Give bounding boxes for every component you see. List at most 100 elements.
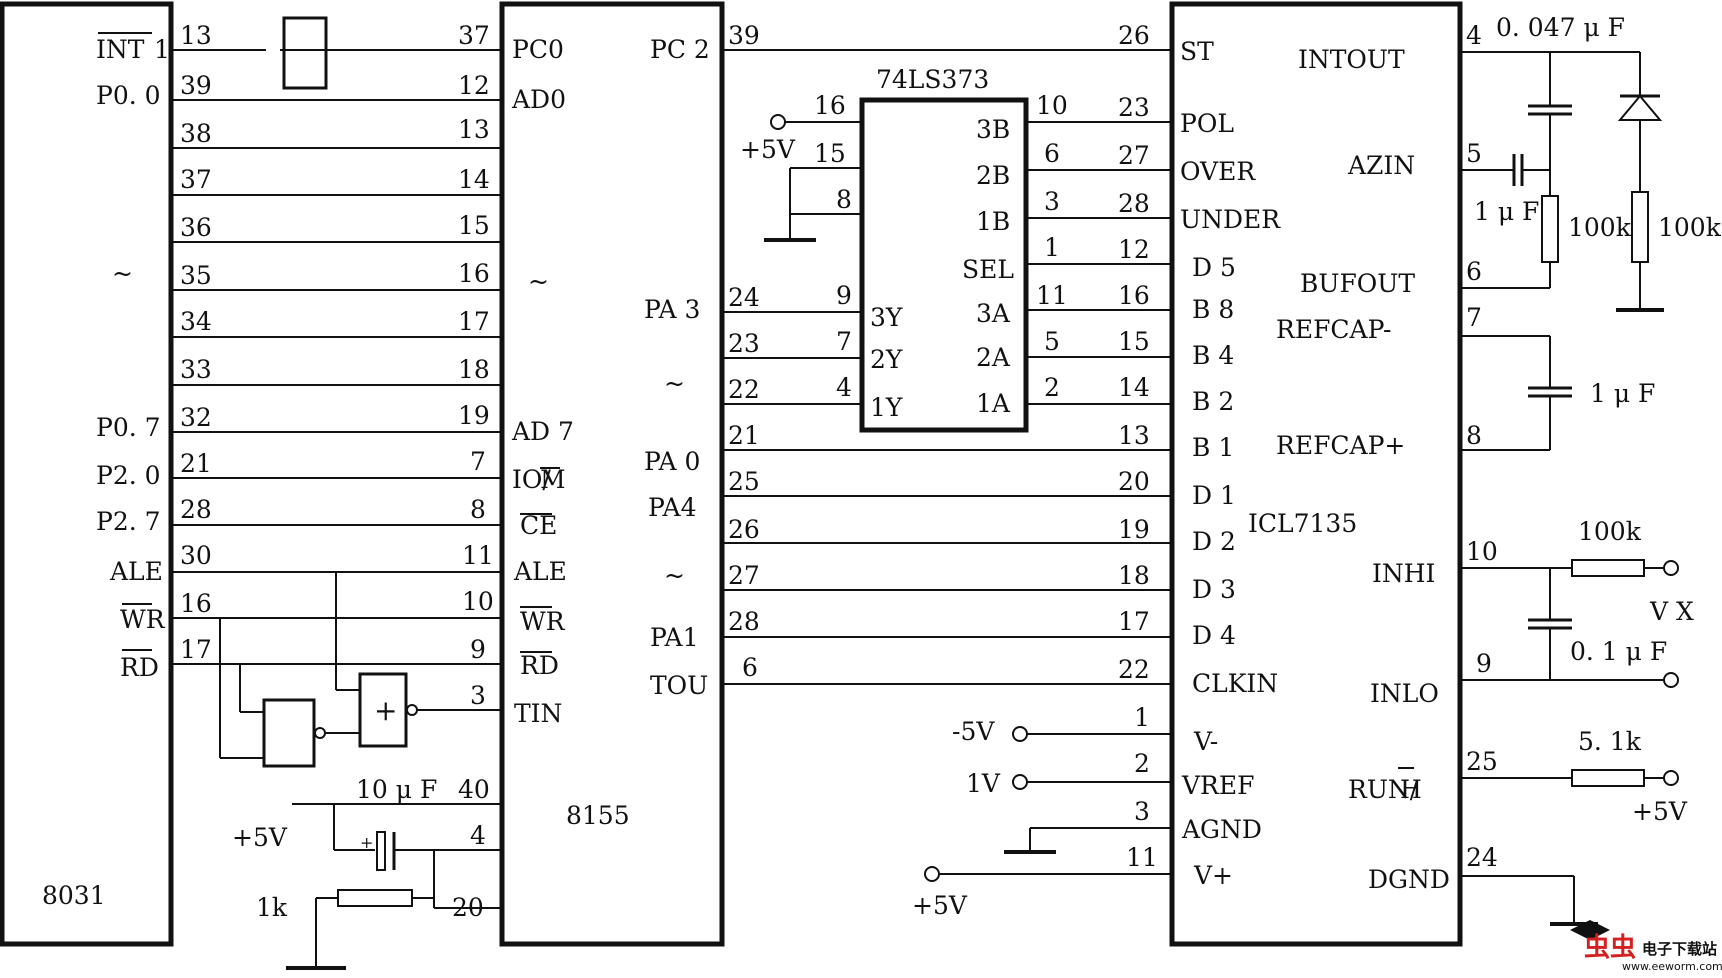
watermark: 虫虫 电子下载站 www.eeworm.com (1570, 920, 1722, 973)
supply-1v: 1V (966, 769, 1001, 798)
svg-text:40: 40 (458, 775, 490, 804)
svg-text:3: 3 (470, 681, 486, 710)
svg-text:39: 39 (728, 21, 760, 50)
label-cap-plus: + (360, 833, 373, 852)
wires (0, 1, 1679, 970)
svg-text:VREF: VREF (1181, 771, 1254, 800)
svg-text:B 4: B 4 (1192, 341, 1234, 370)
watermark-brand: 虫虫 (1584, 933, 1636, 963)
res-100k-a (1541, 195, 1559, 263)
overbars (98, 32, 1414, 769)
svg-text:18: 18 (1118, 561, 1150, 590)
svg-text:1B: 1B (976, 207, 1010, 236)
svg-text:19: 19 (458, 401, 490, 430)
svg-text:27: 27 (1118, 141, 1150, 170)
svg-text:REFCAP+: REFCAP+ (1276, 431, 1405, 460)
chip-8031-labels: INT 1 P0. 0 ~ P0. 7 P2. 0 P2. 7 ALE WR R… (42, 35, 170, 910)
svg-text:9: 9 (836, 281, 852, 310)
pin-label-p20: P2. 0 (96, 461, 161, 490)
svg-text:D 2: D 2 (1192, 527, 1236, 556)
pin-label-int1: INT (96, 35, 145, 64)
svg-text:35: 35 (180, 261, 212, 290)
svg-text:20: 20 (1118, 467, 1150, 496)
chip-icl7135-right-pin-numbers: 4 5 6 7 8 10 9 25 24 (1466, 21, 1498, 872)
svg-text:INTOUT: INTOUT (1298, 45, 1405, 74)
label-or-plus: + (374, 694, 397, 727)
pin-label-ad0: AD0 (511, 85, 566, 114)
supply-m5v: -5V (952, 717, 995, 746)
pin-label-p27: P2. 7 (96, 507, 161, 536)
svg-text:38: 38 (180, 119, 212, 148)
svg-text:13: 13 (180, 21, 212, 50)
svg-text:26: 26 (1118, 21, 1150, 50)
pin-label-wr: WR (520, 607, 566, 636)
pin-label-wr: WR (120, 605, 166, 634)
svg-text:3A: 3A (976, 299, 1011, 328)
chip-8155-outline (499, 1, 725, 947)
res-100k-b (1631, 191, 1649, 263)
res-100k-c (1571, 559, 1645, 577)
or-bubble (406, 704, 418, 716)
svg-text:23: 23 (1118, 93, 1150, 122)
chip-8155-right-pin-numbers: 39 24 23 22 21 25 26 27 28 6 (728, 21, 760, 682)
chip-8155-right-labels: PC 2 PA 3 ~ PA 0 PA4 ~ PA1 TOU (644, 35, 710, 700)
svg-text:16: 16 (814, 91, 846, 120)
svg-text:2: 2 (1044, 373, 1060, 402)
svg-text:25: 25 (728, 467, 760, 496)
svg-text:UNDER: UNDER (1180, 205, 1281, 234)
label-r-100k-c: 100k (1578, 517, 1642, 546)
supply-vplus-5v: +5V (912, 891, 968, 920)
terminal-5v-vplus (924, 866, 940, 882)
pin-label-io: IO/ (512, 465, 551, 494)
svg-text:14: 14 (458, 165, 490, 194)
svg-text:DGND: DGND (1368, 865, 1450, 894)
svg-text:5: 5 (1044, 327, 1060, 356)
svg-text:11: 11 (1036, 281, 1068, 310)
svg-text:SEL: SEL (962, 255, 1014, 284)
chip-8155-left-labels: PC0 AD0 ~ AD 7 IO/ M CE ALE WR RD TIN 81… (511, 35, 630, 830)
pin-label-tilde: ~ (528, 267, 549, 296)
svg-text:37: 37 (180, 165, 212, 194)
svg-text:30: 30 (180, 541, 212, 570)
svg-text:10: 10 (1036, 91, 1068, 120)
svg-text:13: 13 (458, 115, 490, 144)
svg-text:12: 12 (458, 71, 490, 100)
label-c-01u: 0. 1 μ F (1570, 637, 1667, 666)
svg-text:37: 37 (458, 21, 490, 50)
chip-8031-outline (0, 1, 174, 947)
svg-text:AZIN: AZIN (1347, 151, 1415, 180)
pin-label-io-m: M (540, 465, 566, 494)
pin-label-rd: RD (520, 651, 559, 680)
chip-8031-pin-numbers: 13 39 38 37 36 35 34 33 32 21 28 30 16 1… (180, 21, 212, 664)
svg-text:20: 20 (452, 893, 484, 922)
svg-text:13: 13 (1118, 421, 1150, 450)
svg-text:5: 5 (1466, 139, 1482, 168)
chip-icl7135-outline (1169, 1, 1463, 947)
label-r-100k-a: 100k (1568, 213, 1632, 242)
chip-74ls373-supply: +5V (740, 135, 796, 164)
svg-text:4: 4 (836, 373, 852, 402)
svg-text:6: 6 (1466, 257, 1482, 286)
svg-text:18: 18 (458, 355, 490, 384)
pin-label-tilde2: ~ (664, 561, 685, 590)
svg-text:22: 22 (1118, 655, 1150, 684)
svg-text:AGND: AGND (1181, 815, 1262, 844)
svg-text:B 2: B 2 (1192, 387, 1234, 416)
svg-text:7: 7 (1466, 303, 1482, 332)
svg-text:1: 1 (1044, 233, 1060, 262)
label-r-51k: 5. 1k (1578, 727, 1642, 756)
label-r-100k-b: 100k (1658, 213, 1722, 242)
terminal-vx-lo (1663, 672, 1679, 688)
terminal-5v-373 (770, 114, 786, 130)
svg-text:CLKIN: CLKIN (1192, 669, 1278, 698)
svg-text:33: 33 (180, 355, 212, 384)
svg-text:21: 21 (728, 421, 760, 450)
label-vx: V X (1649, 597, 1694, 626)
svg-text:POL: POL (1180, 109, 1234, 138)
svg-text:H: H (1400, 775, 1422, 804)
svg-text:1Y: 1Y (870, 393, 903, 422)
chip-icl7135-right-labels: INTOUT AZIN BUFOUT REFCAP- REFCAP+ INHI … (1276, 45, 1450, 894)
pin-label-int1-suffix: 1 (154, 35, 170, 64)
svg-text:24: 24 (1466, 843, 1498, 872)
